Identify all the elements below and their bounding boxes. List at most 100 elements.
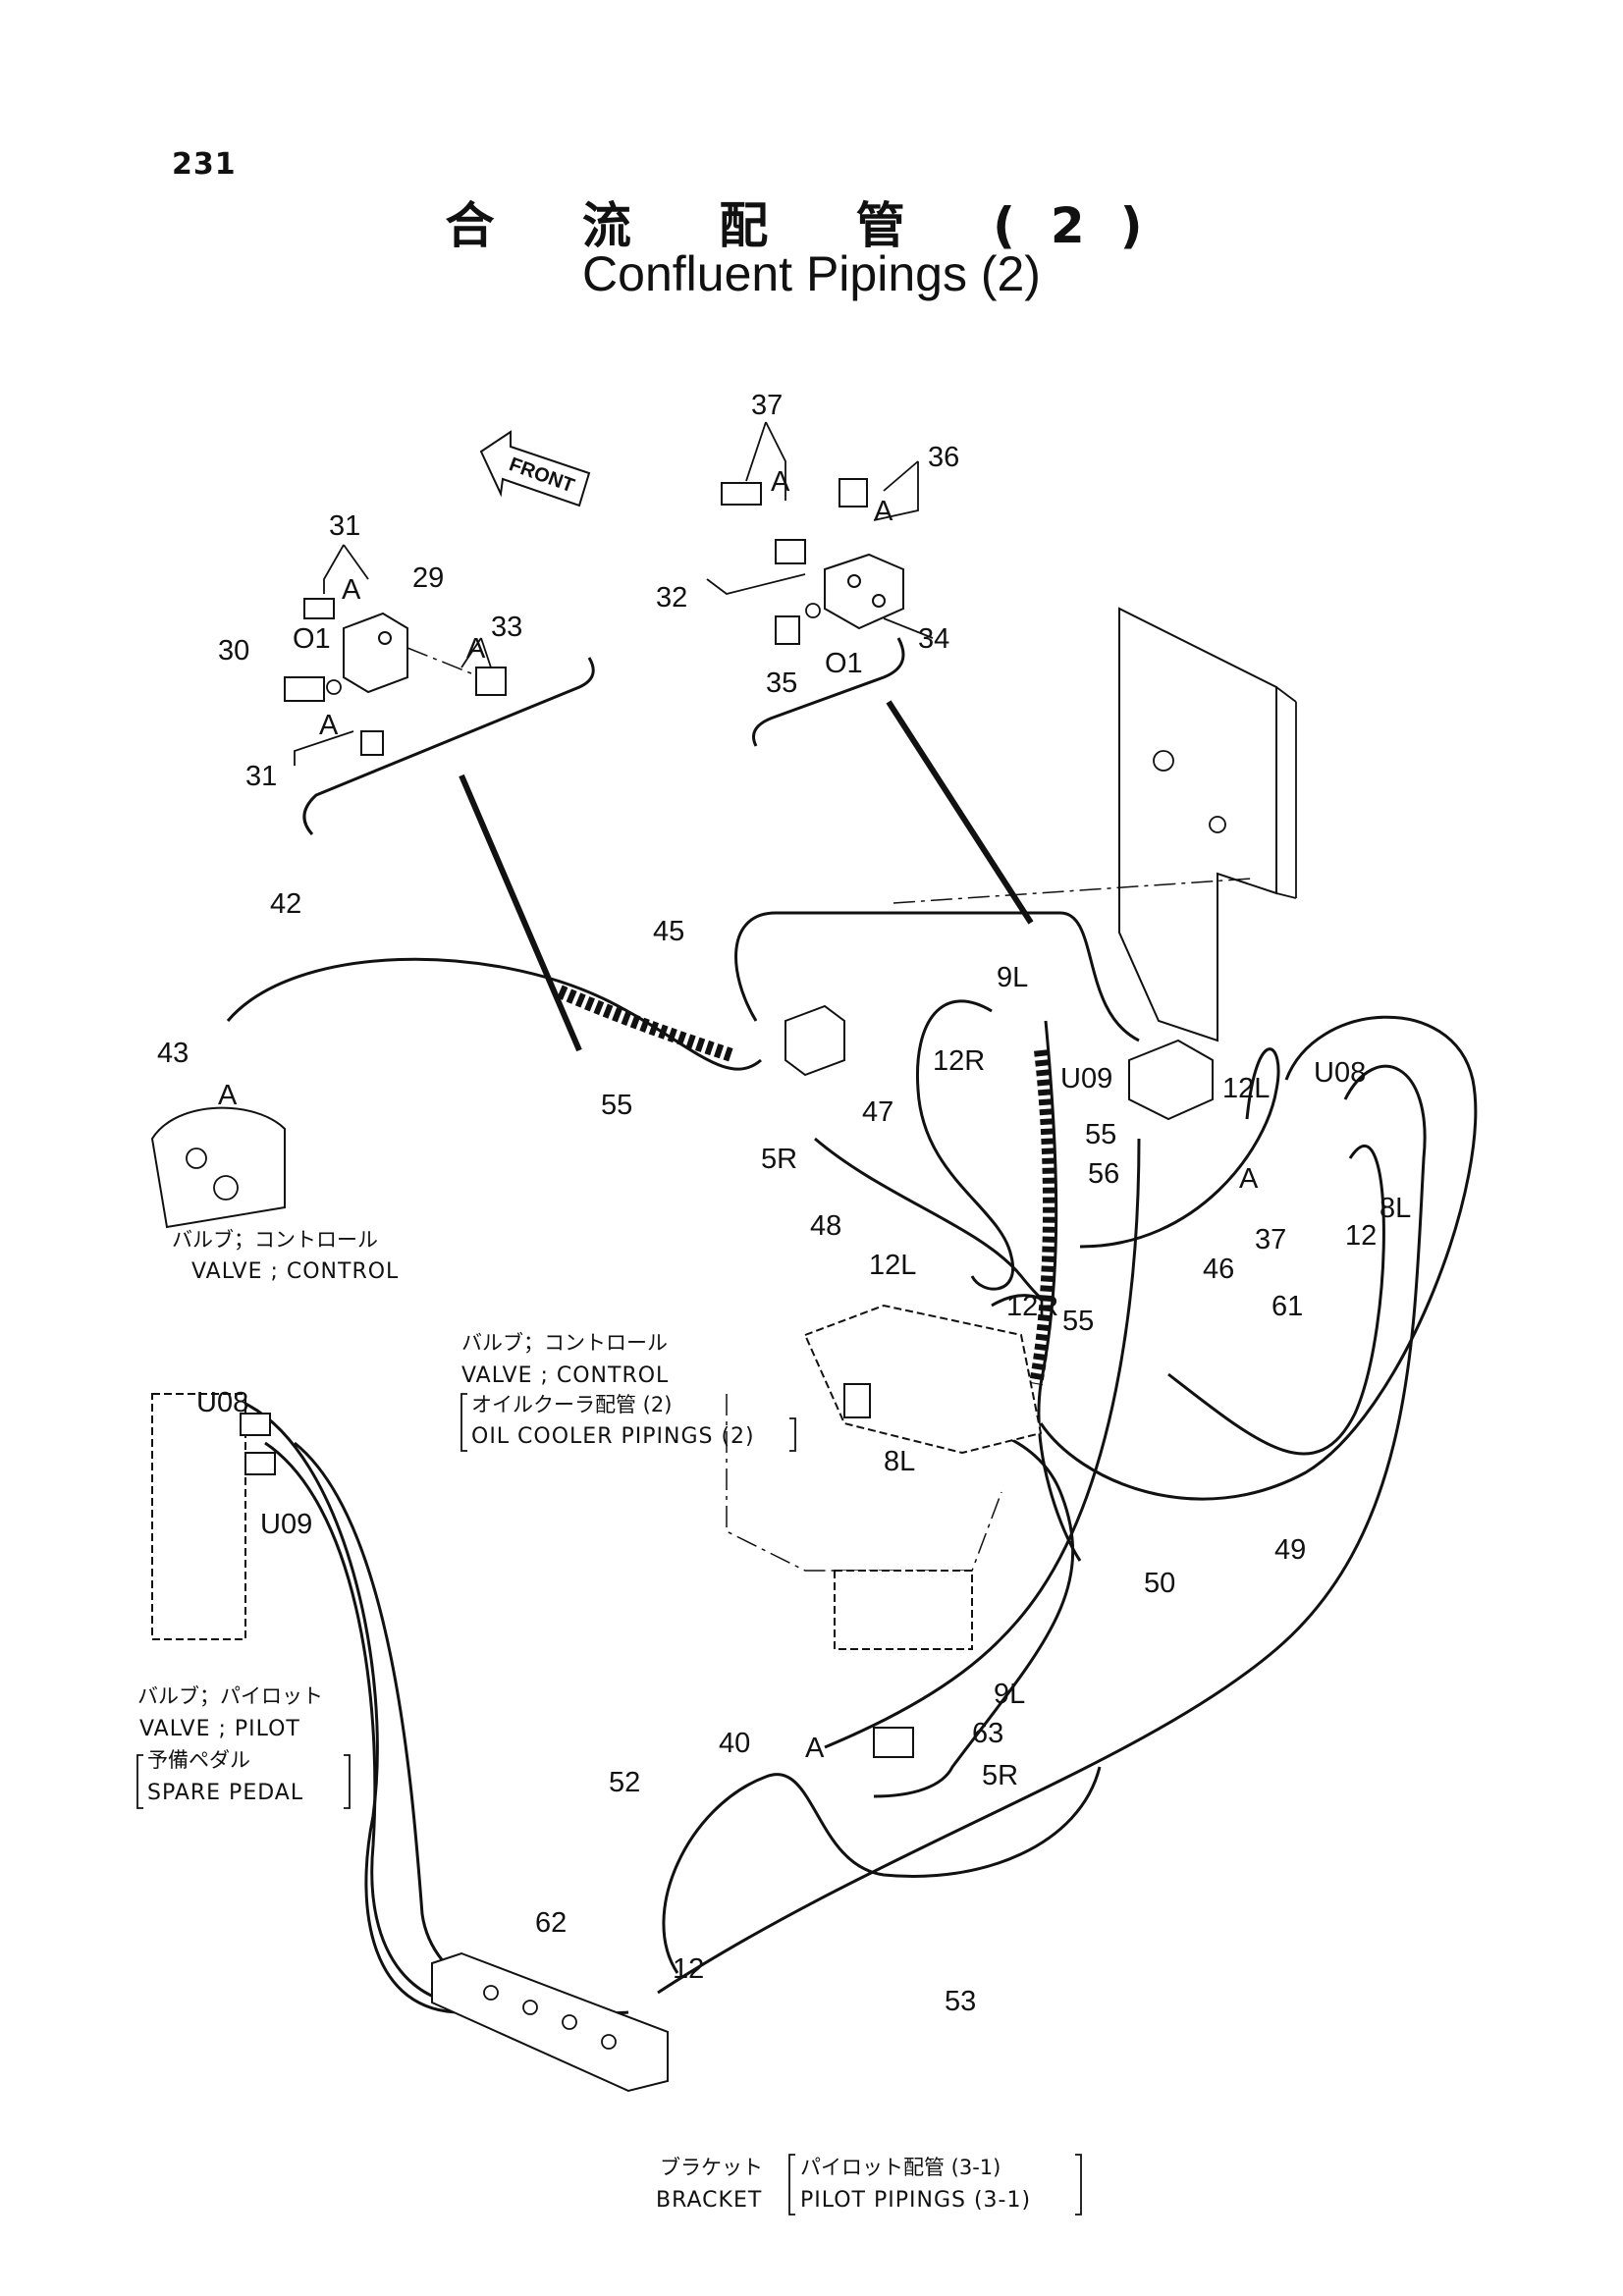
caption-valve-control-center-en: VALVE ; CONTROL [461, 1363, 669, 1388]
detail-bubble-left [284, 544, 595, 1052]
hose-48 [814, 1137, 1044, 1308]
callout-36: 36 [928, 442, 959, 473]
callout-u09-top: U09 [1060, 1063, 1112, 1095]
callout-35: 35 [766, 667, 797, 699]
callout-31-top: 31 [329, 510, 360, 542]
callout-12l-right: 12L [1222, 1073, 1270, 1104]
callout-o1-left: O1 [293, 623, 331, 655]
caption-spare-pedal-en: SPARE PEDAL [147, 1781, 303, 1805]
front-arrow-icon: FRONT [479, 430, 591, 507]
callout-53: 53 [945, 1986, 976, 2017]
callout-29: 29 [412, 562, 444, 594]
caption-oil-cooler-jp: オイルクーラ配管 (2) [471, 1393, 672, 1416]
callout-63: 63 [972, 1718, 1003, 1749]
fitting-31-top [303, 598, 335, 619]
caption-pilot-pipings-jp: パイロット配管 (3-1) [800, 2156, 1001, 2179]
callout-52: 52 [609, 1767, 640, 1798]
callout-12-lower: 12 [673, 1953, 704, 1985]
bracket-spare-pedal-right [344, 1754, 351, 1809]
caption-spare-pedal-jp: 予備ペダル [147, 1748, 250, 1772]
callout-48: 48 [810, 1210, 841, 1242]
callout-8l-center: 8L [884, 1446, 915, 1477]
callout-a-6: A [218, 1080, 238, 1111]
callout-32: 32 [656, 582, 687, 614]
fitting-32 [775, 539, 806, 564]
callout-45: 45 [653, 916, 684, 947]
bracket-spare-pedal-left [136, 1754, 143, 1809]
callout-9l-lower: 9L [994, 1679, 1025, 1710]
caption-bracket-jp: ブラケット [660, 2156, 763, 2179]
callout-42: 42 [270, 888, 301, 920]
hose-49 [1039, 1015, 1478, 1501]
callout-37-top: 37 [751, 390, 783, 421]
callout-34: 34 [918, 623, 949, 655]
block-29 [343, 612, 482, 694]
confluent-valve-center [784, 1004, 845, 1077]
hose-53 [657, 1064, 1427, 1995]
callout-12-right: 12 [1345, 1220, 1377, 1252]
callout-a-2: A [874, 496, 893, 527]
callout-12l-center: 12L [869, 1250, 916, 1281]
callout-50: 50 [1144, 1568, 1175, 1599]
elbow-36 [839, 478, 868, 507]
oring-01-right [805, 603, 821, 618]
bracket-oil-cooler-right [789, 1417, 796, 1452]
callout-40: 40 [719, 1728, 750, 1759]
bolt-35 [775, 615, 800, 645]
callout-5r-top: 5R [761, 1144, 797, 1175]
callout-55-center: 55 [1085, 1119, 1116, 1150]
hose-62 [294, 1441, 629, 2015]
detail-bubble-right [706, 421, 1034, 925]
caption-oil-cooler-en: OIL COOLER PIPINGS (2) [471, 1424, 755, 1449]
callout-12r-center: 12R [1006, 1291, 1058, 1322]
callout-47: 47 [862, 1096, 893, 1128]
callout-5r-lower: 5R [982, 1760, 1018, 1791]
page-title-japanese: 合 流 配 管 (2) [445, 197, 1178, 254]
callout-55-lower: 55 [1062, 1306, 1094, 1337]
hose-U09 [264, 1441, 512, 2007]
callout-a-7: A [1239, 1163, 1259, 1195]
callout-a-3: A [342, 574, 361, 606]
bracket-pilot-left [788, 2154, 795, 2216]
callout-u08-top: U08 [1314, 1057, 1366, 1089]
hose-50 [824, 1138, 1141, 1749]
bracket-plate-upper-right [893, 607, 1297, 1042]
callout-62: 62 [535, 1907, 567, 1939]
hose-47 [915, 999, 1015, 1291]
hose-U08 [244, 1402, 462, 2014]
callout-37-right: 37 [1255, 1224, 1286, 1255]
fitting-31-bottom [360, 730, 384, 756]
callout-u09-left: U09 [260, 1509, 312, 1540]
fitting-63 [873, 1727, 914, 1758]
callout-a-5: A [319, 710, 339, 741]
confluent-valve-right [1128, 1039, 1214, 1121]
caption-valve-pilot-en: VALVE ; PILOT [139, 1717, 300, 1741]
callout-55-left: 55 [601, 1090, 632, 1121]
hose-45 [734, 911, 1140, 1042]
hose-42 [226, 957, 762, 1071]
callout-49: 49 [1274, 1534, 1306, 1566]
hose-55-center [1037, 1020, 1082, 1562]
callout-8l-right: 8L [1380, 1193, 1411, 1224]
hose-46 [1079, 1047, 1280, 1249]
left-pilot-valve [151, 1393, 276, 1640]
bracket-pilot-right [1075, 2154, 1082, 2216]
callout-61: 61 [1271, 1291, 1303, 1322]
callout-56: 56 [1088, 1158, 1119, 1190]
callout-a-8: A [805, 1733, 825, 1764]
control-valve-body [726, 1304, 1043, 1758]
oring-01-left [326, 679, 342, 695]
callout-9l-top: 9L [997, 962, 1028, 993]
callout-31-bottom: 31 [245, 761, 277, 792]
callout-30: 30 [218, 635, 249, 667]
spring-guard-55-left [557, 985, 734, 1062]
elbow-33 [475, 667, 507, 696]
page-title-english: Confluent Pipings (2) [582, 246, 1041, 301]
hose-52 [662, 1766, 1102, 1974]
callout-33: 33 [491, 612, 522, 643]
callout-43: 43 [157, 1038, 189, 1069]
callout-46: 46 [1203, 1254, 1234, 1285]
page-number: 231 [172, 147, 237, 182]
caption-valve-control-left-en: VALVE ; CONTROL [191, 1259, 399, 1284]
